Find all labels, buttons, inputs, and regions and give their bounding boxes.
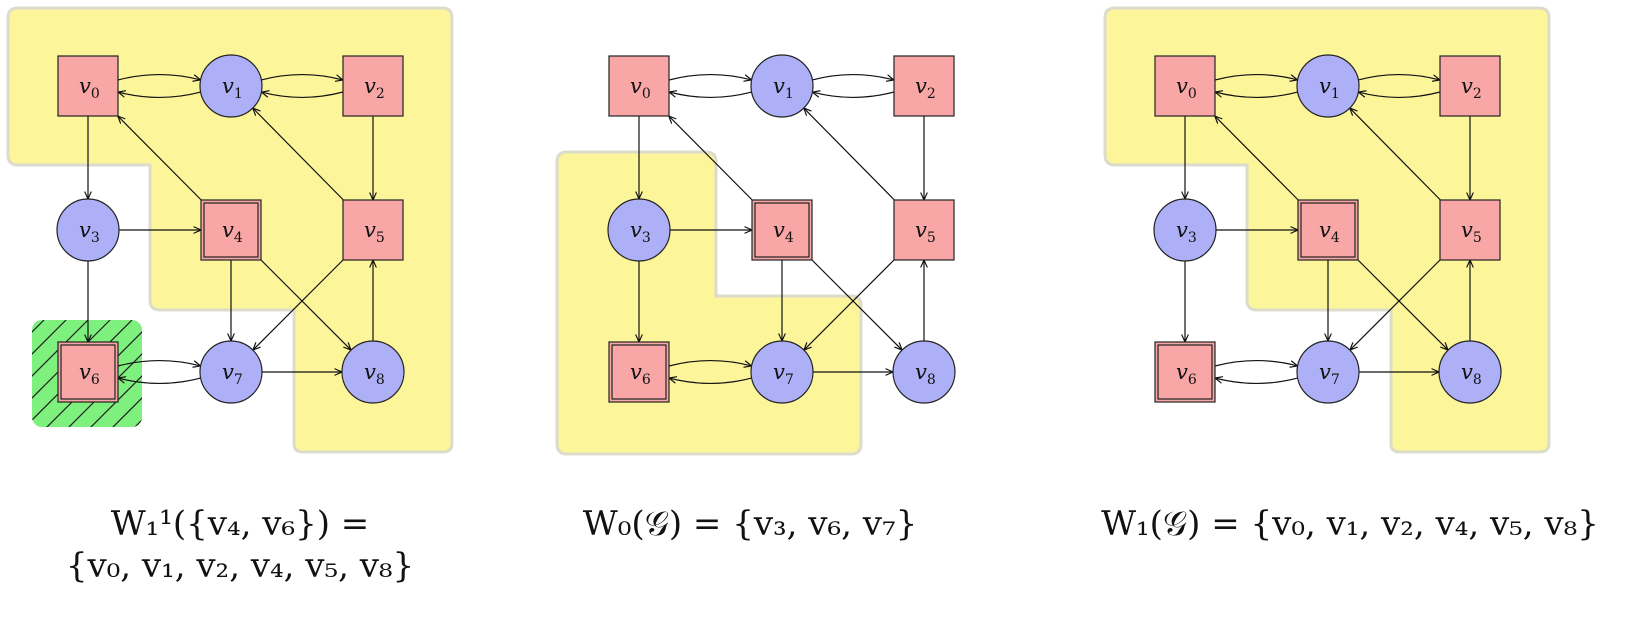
node-v5: v5: [342, 199, 404, 261]
edge-v5-v7: [804, 259, 895, 350]
node-v4: v4: [1297, 199, 1359, 261]
edge-v4-v8: [1357, 259, 1448, 350]
node-v8: v8: [892, 340, 956, 404]
node-v4: v4: [200, 199, 262, 261]
edge-v5-v1: [1350, 108, 1441, 201]
edge-v5-v1: [804, 108, 895, 201]
edge-v4-v0: [1215, 116, 1299, 201]
edge-v0-v1: [1214, 73, 1298, 80]
node-v6: v6: [608, 341, 670, 403]
edge-v5-v1: [253, 108, 344, 201]
edge-v2-v1: [1358, 92, 1441, 99]
edge-v6-v7: [1214, 359, 1298, 366]
panel-3-edges: [1185, 73, 1470, 385]
edge-v5-v7: [253, 259, 344, 350]
node-v2: v2: [342, 55, 404, 117]
node-v3: v3: [607, 198, 671, 262]
caption-panel-2: W₀(𝒢) = {v₃, v₆, v₇}: [540, 503, 960, 545]
node-v7: v7: [1296, 340, 1360, 404]
node-v0: v0: [1154, 55, 1216, 117]
edge-v4-v8: [260, 259, 351, 350]
panel-2-winning-region: [555, 150, 863, 456]
node-v1: v1: [1296, 54, 1360, 118]
node-v7: v7: [199, 340, 263, 404]
edge-v2-v1: [812, 92, 895, 99]
node-v3: v3: [56, 198, 120, 262]
caption-panel-1-line-2: {v₀, v₁, v₂, v₄, v₅, v₈}: [65, 546, 415, 586]
caption-panel-1-line-1: W₁¹({v₄, v₆}) =: [110, 504, 370, 544]
edge-v7-v6: [118, 378, 201, 385]
node-v1: v1: [750, 54, 814, 118]
panel-2-edges: [639, 73, 924, 385]
panel-1: v0 v1 v2 v3 v4 v5 v6 v7 v8: [6, 6, 454, 454]
edge-v0-v1: [117, 73, 201, 80]
node-v6: v6: [57, 341, 119, 403]
edge-v2-v1: [261, 92, 344, 99]
node-v6: v6: [1154, 341, 1216, 403]
edge-v1-v0: [669, 92, 752, 99]
node-v1: v1: [199, 54, 263, 118]
edge-v1-v2: [1358, 73, 1440, 80]
edge-v4-v0: [669, 116, 753, 201]
panel-3: v0 v1 v2 v3 v4 v5 v6 v7 v8: [1103, 6, 1551, 454]
edge-v1-v0: [118, 92, 201, 99]
edge-v1-v2: [812, 73, 894, 80]
edge-v5-v7: [1350, 259, 1441, 350]
edge-v6-v7: [668, 359, 752, 366]
node-v5: v5: [893, 199, 955, 261]
edge-v4-v0: [118, 116, 202, 201]
edge-v0-v1: [668, 73, 752, 80]
node-v8: v8: [1438, 340, 1502, 404]
node-v3: v3: [1153, 198, 1217, 262]
caption-panel-2-line-1: W₀(𝒢) = {v₃, v₆, v₇}: [582, 504, 918, 544]
edge-v7-v6: [669, 378, 752, 385]
node-v0: v0: [57, 55, 119, 117]
node-v0: v0: [608, 55, 670, 117]
node-v8: v8: [341, 340, 405, 404]
panel-1-edges: [88, 73, 373, 385]
edge-v1-v0: [1215, 92, 1298, 99]
edge-v7-v6: [1215, 378, 1298, 385]
edge-v4-v8: [811, 259, 902, 350]
caption-panel-3: W₁(𝒢) = {v₀, v₁, v₂, v₄, v₅, v₈}: [1100, 503, 1600, 545]
node-v2: v2: [1439, 55, 1501, 117]
caption-panel-1: W₁¹({v₄, v₆}) = {v₀, v₁, v₂, v₄, v₅, v₈}: [20, 503, 460, 587]
node-v7: v7: [750, 340, 814, 404]
panel-2: v0 v1 v2 v3 v4 v5 v6 v7 v8: [555, 54, 956, 456]
node-v4: v4: [751, 199, 813, 261]
edge-v6-v7: [117, 359, 201, 366]
edge-v1-v2: [261, 73, 343, 80]
node-v2: v2: [893, 55, 955, 117]
node-v5: v5: [1439, 199, 1501, 261]
caption-panel-3-line-1: W₁(𝒢) = {v₀, v₁, v₂, v₄, v₅, v₈}: [1101, 504, 1599, 544]
